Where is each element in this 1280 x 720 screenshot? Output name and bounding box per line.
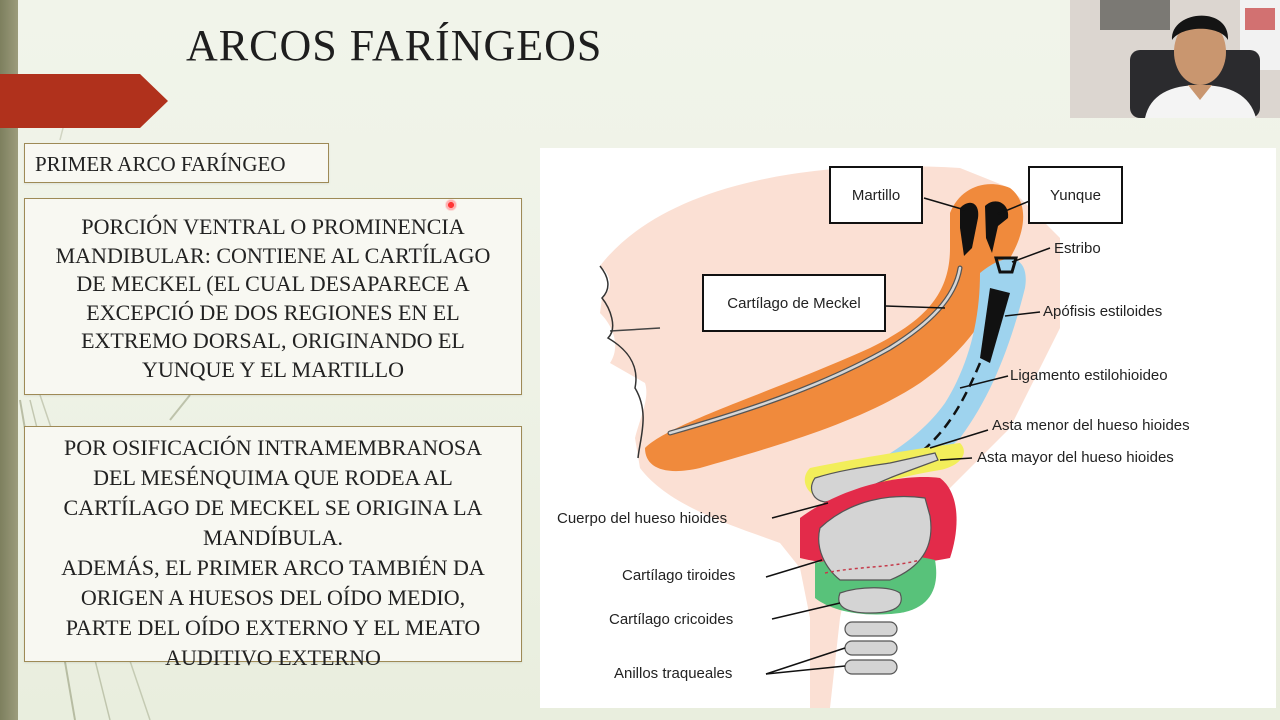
label-cartilago-meckel: Cartílago de Meckel — [702, 274, 886, 332]
slide-title: ARCOS FARÍNGEOS — [186, 21, 603, 70]
subtitle-text: PRIMER ARCO FARÍNGEO — [35, 152, 286, 176]
paragraph2-line: POR OSIFICACIÓN INTRAMEMBRANOSA — [63, 435, 483, 460]
paragraph2-line: PARTE DEL OÍDO EXTERNO Y EL MEATO — [65, 615, 481, 640]
thyroid-cartilage-shape — [818, 495, 932, 581]
text-box-ossification: POR OSIFICACIÓN INTRAMEMBRANOSA DEL MESÉ… — [24, 426, 522, 670]
paragraph1-line: EXTREMO DORSAL, ORIGINANDO EL — [81, 328, 465, 353]
laser-pointer-dot — [445, 199, 457, 211]
cricoid-cartilage-shape — [838, 587, 902, 614]
second-arch-shape — [840, 258, 1026, 493]
subtitle-box: PRIMER ARCO FARÍNGEO — [24, 143, 329, 183]
mouth-line — [609, 327, 661, 332]
text-box-ventral-portion: PORCIÓN VENTRAL O PROMINENCIA MANDIBULAR… — [24, 198, 522, 395]
paragraph2-line: CARTÍLAGO DE MECKEL SE ORIGINA LA — [63, 495, 483, 520]
label-estribo: Estribo — [1054, 240, 1101, 257]
paragraph2-line: ADEMÁS, EL PRIMER ARCO TAMBIÉN DA — [61, 555, 485, 580]
pharyngeal-arch-diagram: Martillo Yunque Cartílago de Meckel Estr… — [540, 148, 1276, 708]
paragraph2-line: AUDITIVO EXTERNO — [165, 645, 381, 670]
label-asta-mayor: Asta mayor del hueso hioides — [977, 449, 1174, 466]
tracheal-ring-shape — [844, 659, 898, 675]
styloid-process-shape — [980, 288, 1010, 363]
tracheal-ring-shape — [844, 640, 898, 656]
webcam-overlay — [1070, 0, 1280, 118]
label-cartilago-cricoides: Cartílago cricoides — [609, 611, 734, 628]
leader-lines — [765, 197, 1051, 675]
diagram-drawing — [599, 166, 1060, 708]
paragraph1-line: DE MECKEL (EL CUAL DESAPARECE A — [76, 271, 470, 296]
label-apofisis-estiloides: Apófisis estiloides — [1043, 303, 1163, 320]
paragraph1-line: YUNQUE Y EL MARTILLO — [141, 356, 405, 382]
paragraph1-line: MANDIBULAR: CONTIENE AL CARTÍLAGO — [55, 242, 491, 268]
label-martillo: Martillo — [829, 166, 923, 224]
paragraph2-line: MANDÍBULA. — [203, 525, 343, 550]
label-ligamento-estilohioideo: Ligamento estilohioideo — [1010, 367, 1168, 384]
face-outline — [599, 265, 644, 459]
malleus-shape — [960, 202, 979, 256]
paragraph1-line: EXCEPCIÓ DE DOS REGIONES EN EL — [86, 299, 460, 325]
label-cuerpo-hioides: Cuerpo del hueso hioides — [557, 510, 728, 527]
left-decor-bar — [0, 0, 18, 720]
paragraph2-line: DEL MESÉNQUIMA QUE RODEA AL — [93, 465, 453, 490]
paragraph1-line: PORCIÓN VENTRAL O PROMINENCIA — [81, 214, 465, 239]
presenter-video — [1070, 0, 1280, 118]
stapes-shape — [994, 256, 1018, 274]
label-yunque: Yunque — [1028, 166, 1123, 224]
incus-shape — [985, 201, 1009, 253]
paragraph2-line: ORIGEN A HUESOS DEL OÍDO MEDIO, — [80, 585, 466, 610]
title-arrow-shape — [0, 74, 168, 128]
label-asta-menor: Asta menor del hueso hioides — [992, 417, 1190, 434]
label-anillos-traqueales: Anillos traqueales — [614, 665, 733, 682]
label-cartilago-tiroides: Cartílago tiroides — [622, 567, 736, 584]
tracheal-ring-shape — [844, 621, 898, 637]
